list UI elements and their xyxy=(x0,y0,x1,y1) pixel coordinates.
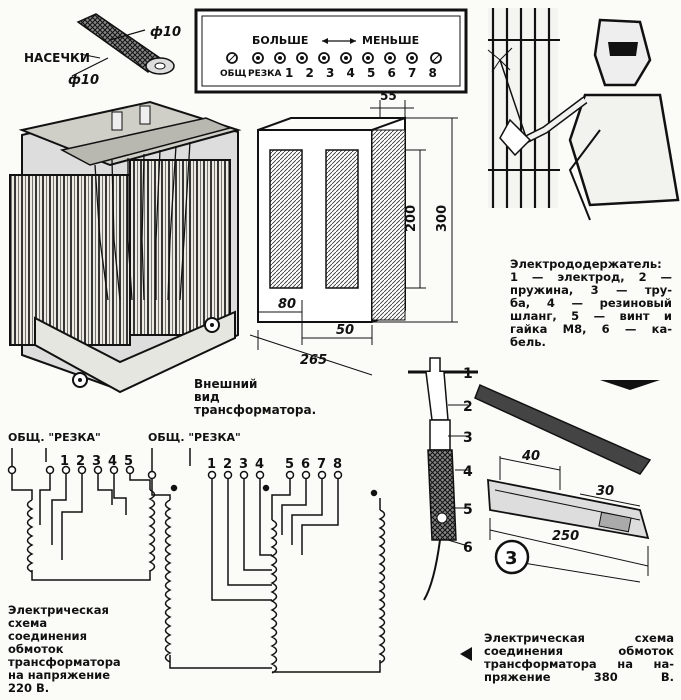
notch-detail: НАСЕЧКИ ф10 ф10 xyxy=(24,13,181,88)
holder-part-number: 3 xyxy=(463,430,473,446)
tube-dim-len: 250 xyxy=(552,529,579,544)
core-dim-top: 55 xyxy=(380,89,397,103)
scheme220-tap-label: 2 xyxy=(76,454,85,469)
notch-dim-top: ф10 xyxy=(150,25,181,40)
tap-number: 4 xyxy=(347,66,355,80)
caption-electrode-holder: Электрододержатель: 1 — электрод, 2 — пр… xyxy=(510,257,672,349)
notch-dim-bottom: ф10 xyxy=(68,73,99,88)
scheme380-tap-label: 7 xyxy=(317,457,326,472)
tap-number: 5 xyxy=(367,66,375,80)
scheme380-tap-label: 5 xyxy=(285,457,294,472)
transformer-body xyxy=(9,100,242,394)
scheme220-tap-label: 4 xyxy=(108,454,117,469)
core-dim-outer: 300 xyxy=(435,205,450,232)
caption-transformer: Внешний вид трансформатора. xyxy=(194,377,317,417)
tap-number: 6 xyxy=(388,66,396,80)
core-dim-width: 265 xyxy=(300,353,327,368)
tap-common-label: ОБЩ xyxy=(220,69,247,79)
scheme380-header: ОБЩ. "РЕЗКА" xyxy=(148,431,241,444)
scheme220-tap-label: 3 xyxy=(92,454,101,469)
tap-number: 8 xyxy=(429,66,437,80)
caption-scheme-380: Электрическая схема соединения обмоток т… xyxy=(484,631,674,684)
scheme380-tap-label: 1 xyxy=(207,457,216,472)
tap-more-label: БОЛЬШЕ xyxy=(252,34,308,47)
tap-cut-label: РЕЗКА xyxy=(248,69,281,79)
scheme380-tap-label: 8 xyxy=(333,457,342,472)
core-dim-window: 50 xyxy=(336,323,354,338)
tube-detail: 40 30 250 3 xyxy=(487,449,650,583)
electrode-holder: 1 2 3 4 5 6 xyxy=(408,357,652,601)
figure-number: 3 xyxy=(505,548,518,569)
tap-number: 1 xyxy=(285,66,293,80)
core-dim-leg: 80 xyxy=(278,297,296,312)
scheme220-tap-label: 5 xyxy=(124,454,133,469)
scheme380-tap-label: 2 xyxy=(223,457,232,472)
holder-part-number: 4 xyxy=(463,464,473,480)
scheme380-tap-label: 6 xyxy=(301,457,310,472)
tap-number: 3 xyxy=(326,66,334,80)
scheme380-tap-label: 3 xyxy=(239,457,248,472)
scheme380-tap-label: 4 xyxy=(255,457,264,472)
tube-dim-b: 30 xyxy=(596,484,614,499)
scheme220-tap-label: 1 xyxy=(60,454,69,469)
holder-part-number: 6 xyxy=(463,540,473,556)
welder-illustration xyxy=(487,8,680,221)
holder-part-number: 1 xyxy=(463,366,473,382)
tube-dim-a: 40 xyxy=(521,449,540,464)
notch-label: НАСЕЧКИ xyxy=(24,51,90,65)
holder-part-number: 2 xyxy=(463,399,473,415)
tap-less-label: МЕНЬШЕ xyxy=(362,34,419,47)
arrow-left-marker xyxy=(460,647,472,661)
tap-number: 7 xyxy=(408,66,416,80)
core-dim-inner: 200 xyxy=(404,205,419,232)
scheme220-header: ОБЩ. "РЕЗКА" xyxy=(8,431,101,444)
caption-scheme-220: Электрическая схема соединения обмоток т… xyxy=(8,603,121,695)
holder-part-number: 5 xyxy=(463,502,473,518)
tap-number: 2 xyxy=(306,66,314,80)
core-drawing: 55 200 300 80 50 265 xyxy=(249,89,458,376)
black-arrow-marker xyxy=(600,380,660,390)
